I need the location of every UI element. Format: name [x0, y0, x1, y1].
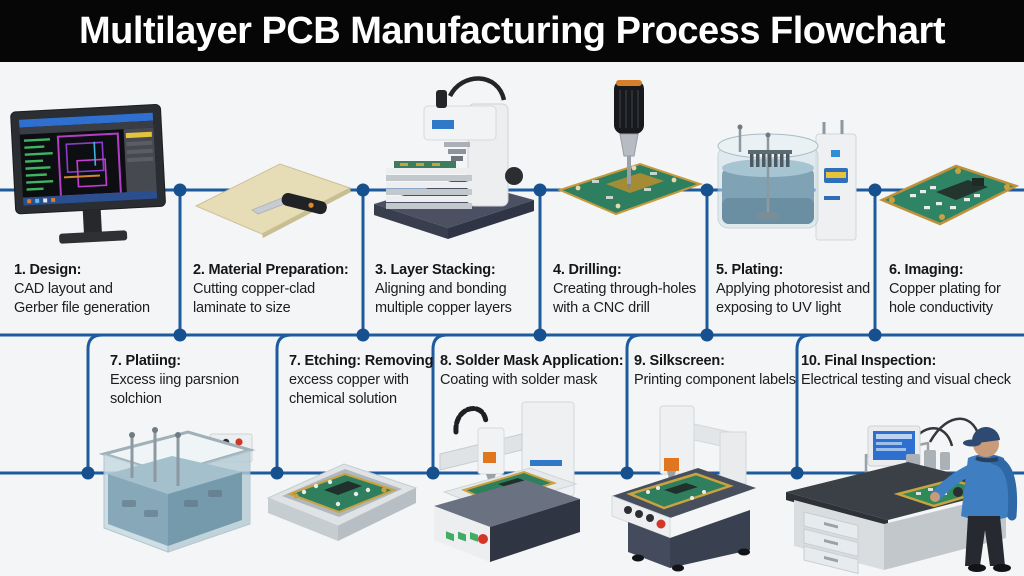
step-layer-stacking: 3. Layer Stacking: Aligning and bonding … — [375, 261, 537, 318]
step-solder-mask: 8. Solder Mask Application: Coating with… — [440, 352, 626, 390]
etching-tank-illustration — [92, 416, 262, 561]
step-platiing-title: 7. Platiing: — [110, 353, 181, 369]
step-platiing: 7. Platiing: Excess iing parsnion solchi… — [110, 352, 265, 409]
copper-laminate-knife-illustration — [188, 148, 358, 243]
step-material-preparation-desc: Cutting copper-clad laminate to size — [193, 281, 315, 316]
step-design-desc: CAD layout and Gerber file generation — [14, 281, 150, 316]
page-title: Multilayer PCB Manufacturing Process Flo… — [79, 9, 945, 52]
step-plating-desc: Applying photoresist and exposing to UV … — [716, 281, 870, 316]
inspection-station-illustration — [780, 396, 1020, 575]
step-drilling-title: 4. Drilling: — [553, 262, 622, 278]
step-final-inspection-desc: Electrical testing and visual check — [801, 372, 1011, 389]
step-material-preparation: 2. Material Preparation: Cutting copper-… — [193, 261, 359, 318]
step-etching: 7. Etching: Removing excess copper with … — [289, 352, 434, 409]
step-silkscreen: 9. Silkscreen: Printing component labels — [634, 352, 796, 390]
step-etching-title: 7. Etching: Removing — [289, 353, 434, 369]
cad-monitor-illustration — [4, 102, 179, 252]
silkscreen-machine-illustration — [598, 400, 763, 572]
step-imaging: 6. Imaging: Copper plating for hole cond… — [889, 261, 1021, 318]
step-design-title: 1. Design: — [14, 262, 82, 278]
step-silkscreen-desc: Printing component labels — [634, 372, 796, 389]
step-solder-mask-title: 8. Solder Mask Application: — [440, 353, 624, 369]
step-silkscreen-title: 9. Silkscreen: — [634, 353, 725, 369]
step-solder-mask-desc: Coating with solder mask — [440, 372, 598, 389]
step-plating-title: 5. Plating: — [716, 262, 784, 278]
step-etching-desc: excess copper with chemical solution — [289, 372, 409, 407]
plating-tank-illustration — [712, 110, 862, 250]
cnc-drill-illustration — [548, 76, 708, 241]
step-design: 1. Design: CAD layout and Gerber file ge… — [14, 261, 176, 318]
pcb-board-illustration — [876, 150, 1021, 230]
step-platiing-desc: Excess iing parsnion solchion — [110, 372, 239, 407]
step-material-preparation-title: 2. Material Preparation: — [193, 262, 349, 278]
title-banner: Multilayer PCB Manufacturing Process Flo… — [0, 0, 1024, 62]
step-final-inspection-title: 10. Final Inspection: — [801, 353, 937, 369]
step-layer-stacking-title: 3. Layer Stacking: — [375, 262, 496, 278]
step-imaging-title: 6. Imaging: — [889, 262, 964, 278]
stacking-press-illustration — [366, 76, 541, 241]
etched-pcb-tray-illustration — [260, 436, 425, 556]
step-imaging-desc: Copper plating for hole conductivity — [889, 281, 1001, 316]
step-plating: 5. Plating: Applying photoresist and exp… — [716, 261, 874, 318]
solder-mask-machine-illustration — [426, 396, 586, 566]
step-drilling-desc: Creating through-holes with a CNC drill — [553, 281, 697, 316]
step-final-inspection: 10. Final Inspection: Electrical testing… — [801, 352, 1023, 390]
step-layer-stacking-desc: Aligning and bonding multiple copper lay… — [375, 281, 512, 316]
step-drilling: 4. Drilling: Creating through-holes with… — [553, 261, 705, 318]
